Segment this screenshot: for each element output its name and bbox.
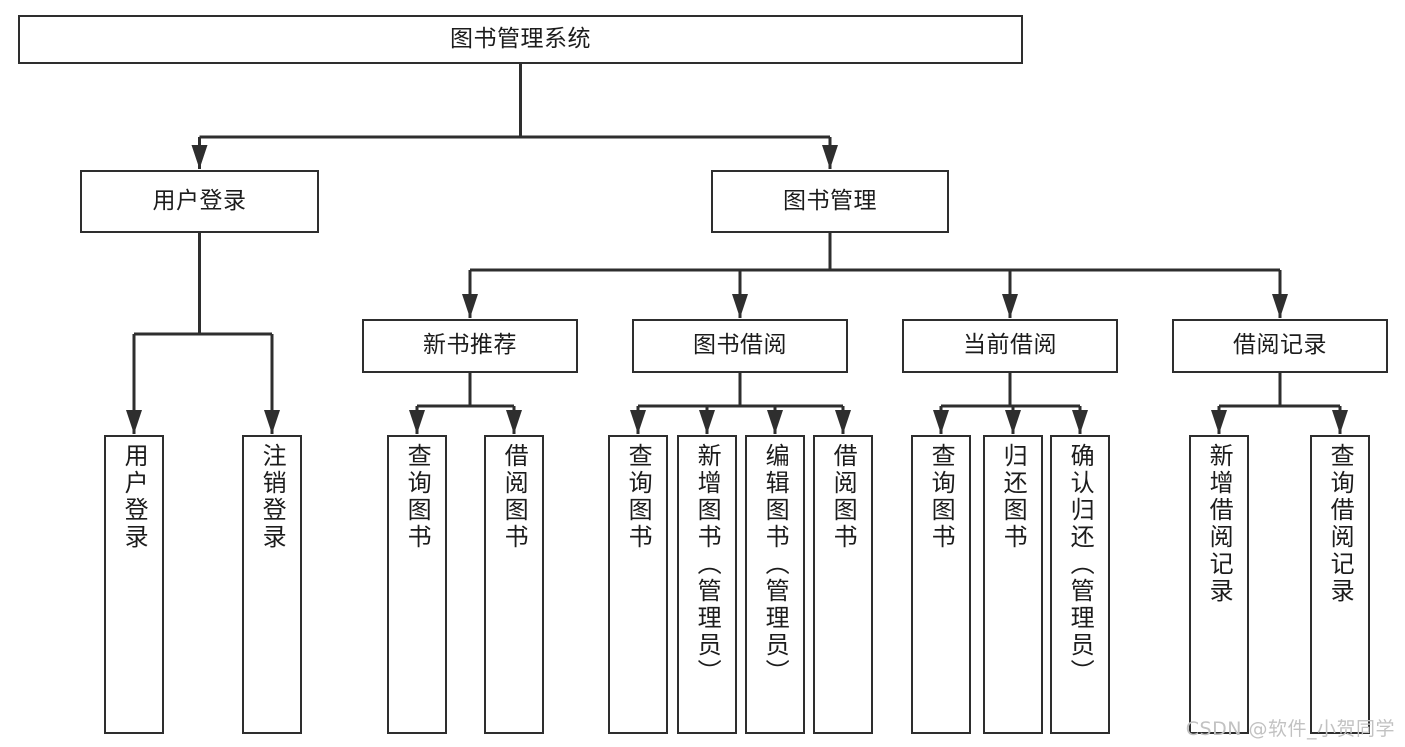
node-label: 用户登录 bbox=[152, 187, 247, 214]
node-label: 当前借阅 bbox=[963, 332, 1057, 359]
node-leaf-query-book-2: 查询图书 bbox=[608, 435, 668, 734]
arrow-head-icon bbox=[1211, 410, 1227, 434]
node-leaf-borrow-book-2: 借阅图书 bbox=[813, 435, 873, 734]
node-book-manage: 图书管理 bbox=[711, 170, 949, 233]
node-user-login: 用户登录 bbox=[80, 170, 319, 233]
arrow-head-icon bbox=[732, 294, 748, 318]
node-new-book-rec: 新书推荐 bbox=[362, 319, 578, 373]
arrow-head-icon bbox=[409, 410, 425, 434]
arrow-head-icon bbox=[1005, 410, 1021, 434]
node-leaf-borrow-book-1: 借阅图书 bbox=[484, 435, 544, 734]
node-leaf-query-record: 查询借阅记录 bbox=[1310, 435, 1370, 734]
arrow-head-icon bbox=[630, 410, 646, 434]
node-leaf-query-book-1: 查询图书 bbox=[387, 435, 447, 734]
watermark-label: CSDN @软件_小贺同学 bbox=[1185, 718, 1395, 740]
node-leaf-query-book-3: 查询图书 bbox=[911, 435, 971, 734]
node-leaf-confirm-return: 确认归还（管理员） bbox=[1050, 435, 1110, 734]
node-label: 查询图书 bbox=[927, 443, 956, 551]
node-book-borrow: 图书借阅 bbox=[632, 319, 848, 373]
arrow-head-icon bbox=[835, 410, 851, 434]
arrow-head-icon bbox=[126, 410, 142, 434]
node-label: 新增图书（管理员） bbox=[693, 443, 722, 686]
node-label: 查询图书 bbox=[624, 443, 653, 551]
node-label: 确认归还（管理员） bbox=[1066, 443, 1095, 686]
arrow-head-icon bbox=[822, 145, 838, 169]
node-label: 图书借阅 bbox=[693, 332, 787, 359]
node-label: 图书管理系统 bbox=[450, 25, 591, 52]
node-label: 新增借阅记录 bbox=[1205, 443, 1234, 605]
node-leaf-return-book: 归还图书 bbox=[983, 435, 1043, 734]
node-label: 归还图书 bbox=[999, 443, 1028, 551]
node-leaf-user-login: 用户登录 bbox=[104, 435, 164, 734]
arrow-head-icon bbox=[462, 294, 478, 318]
node-leaf-user-logout: 注销登录 bbox=[242, 435, 302, 734]
arrow-head-icon bbox=[699, 410, 715, 434]
node-leaf-add-record: 新增借阅记录 bbox=[1189, 435, 1249, 734]
arrow-head-icon bbox=[767, 410, 783, 434]
node-label: 注销登录 bbox=[258, 443, 287, 551]
node-borrow-record: 借阅记录 bbox=[1172, 319, 1388, 373]
arrow-head-icon bbox=[506, 410, 522, 434]
node-label: 编辑图书（管理员） bbox=[761, 443, 790, 686]
node-label: 查询借阅记录 bbox=[1326, 443, 1355, 605]
node-label: 用户登录 bbox=[120, 443, 149, 551]
node-leaf-add-book: 新增图书（管理员） bbox=[677, 435, 737, 734]
arrow-head-icon bbox=[933, 410, 949, 434]
node-label: 借阅图书 bbox=[829, 443, 858, 551]
arrow-head-icon bbox=[1272, 294, 1288, 318]
node-label: 新书推荐 bbox=[423, 332, 517, 359]
node-label: 图书管理 bbox=[783, 187, 877, 214]
node-current-borrow: 当前借阅 bbox=[902, 319, 1118, 373]
node-label: 借阅图书 bbox=[500, 443, 529, 551]
node-label: 借阅记录 bbox=[1233, 332, 1327, 359]
node-root: 图书管理系统 bbox=[18, 15, 1023, 64]
arrow-head-icon bbox=[191, 145, 208, 169]
arrow-head-icon bbox=[1072, 410, 1088, 434]
node-leaf-edit-book: 编辑图书（管理员） bbox=[745, 435, 805, 734]
arrow-head-icon bbox=[264, 410, 280, 434]
arrow-head-icon bbox=[1002, 294, 1018, 318]
arrow-head-icon bbox=[1332, 410, 1348, 434]
node-label: 查询图书 bbox=[403, 443, 432, 551]
